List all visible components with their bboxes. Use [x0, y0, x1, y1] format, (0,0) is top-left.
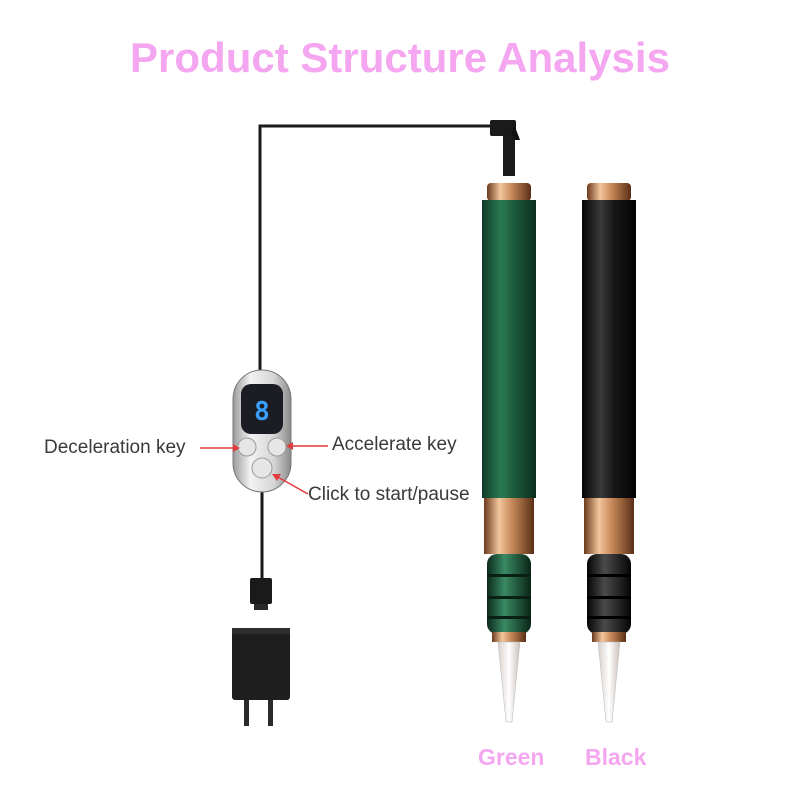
- pen-black-label: Black: [585, 744, 647, 770]
- label-arrows: [200, 442, 328, 495]
- page-title: Product Structure Analysis: [130, 34, 670, 81]
- start-pause-label: Click to start/pause: [308, 484, 470, 505]
- deceleration-key-label: Deceleration key: [44, 437, 186, 458]
- speed-controller: [232, 369, 292, 493]
- usb-plug-icon: [250, 578, 272, 610]
- speed-display: 8: [254, 397, 270, 427]
- pen-green: [482, 183, 536, 723]
- accelerate-key-label: Accelerate key: [332, 434, 457, 455]
- power-adapter-icon: [232, 628, 290, 726]
- power-cable: [258, 120, 520, 580]
- pen-green-label: Green: [478, 744, 545, 770]
- pen-black: [582, 183, 636, 723]
